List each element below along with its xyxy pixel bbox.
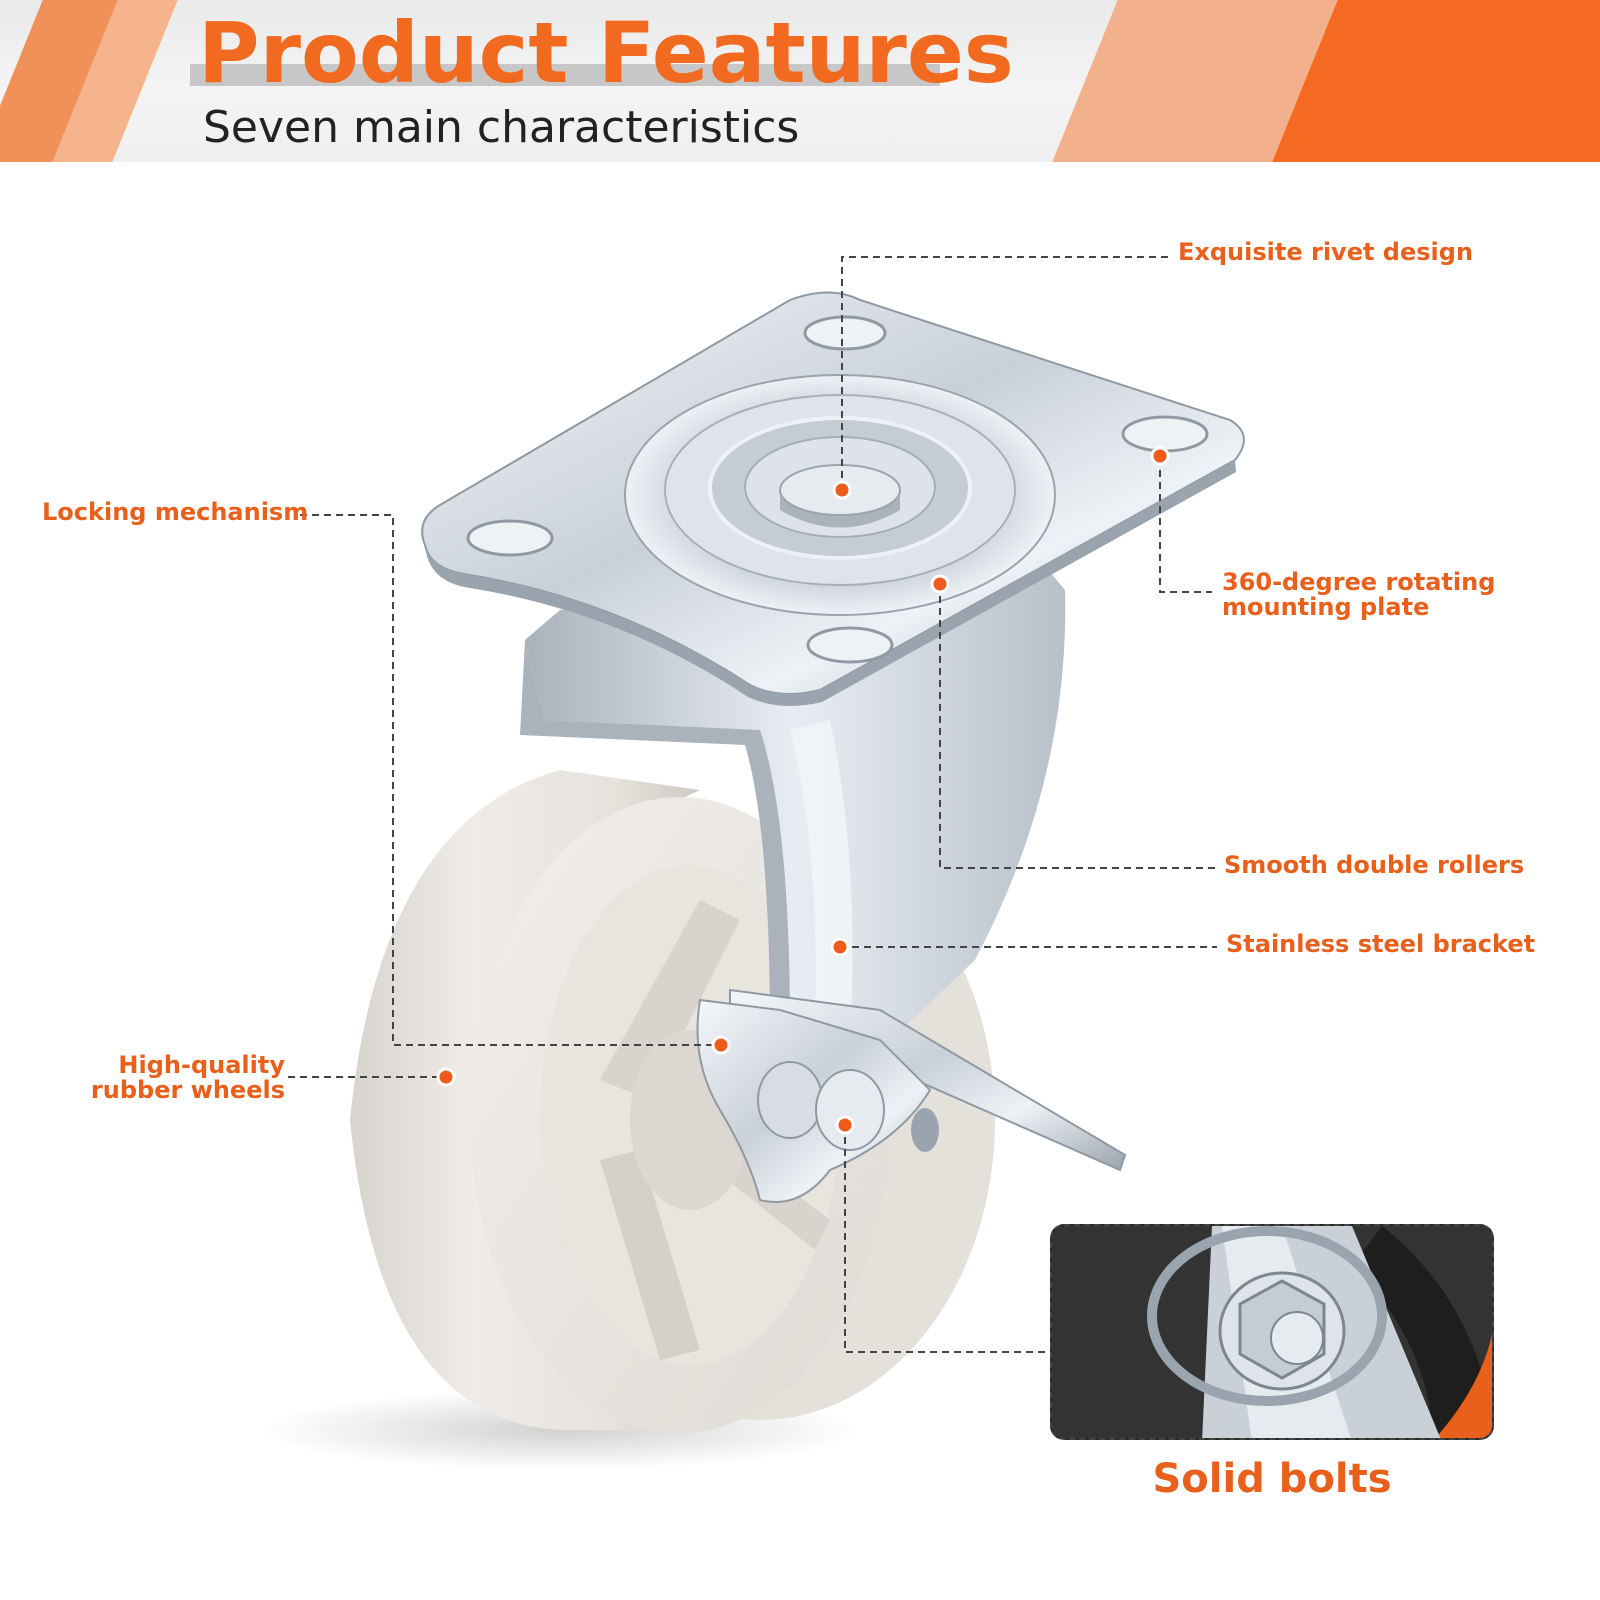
callout-dot: [835, 1115, 855, 1135]
label-locking-mechanism: Locking mechanism: [42, 498, 309, 526]
label-steel-bracket: Stainless steel bracket: [1226, 930, 1536, 958]
label-solid-bolts: Solid bolts: [1152, 1456, 1392, 1502]
header-banner: Product Features Seven main characterist…: [0, 0, 1600, 162]
label-rivet-design: Exquisite rivet design: [1178, 238, 1474, 266]
callout-dot: [832, 480, 852, 500]
callout-dot: [436, 1067, 456, 1087]
callout-dot: [830, 937, 850, 957]
label-rotating-plate: 360-degree rotating mounting plate: [1222, 570, 1495, 620]
page-subtitle: Seven main characteristics: [203, 102, 800, 153]
title-underline: [190, 64, 940, 86]
label-rubber-wheels-line2: rubber wheels: [90, 1076, 285, 1104]
label-rubber-wheels-line1: High-quality: [118, 1051, 285, 1079]
callout-dot: [711, 1035, 731, 1055]
page-title: Product Features: [198, 4, 1014, 102]
label-rotating-plate-line1: 360-degree rotating: [1222, 568, 1496, 596]
bolt-closeup-image: [1052, 1226, 1492, 1438]
label-rubber-wheels: High-quality rubber wheels: [90, 1053, 285, 1103]
bolt-closeup-inset: [1050, 1224, 1494, 1440]
callout-dot: [930, 574, 950, 594]
label-double-rollers: Smooth double rollers: [1224, 851, 1525, 879]
callout-dot: [1150, 446, 1170, 466]
label-rotating-plate-line2: mounting plate: [1222, 593, 1430, 621]
